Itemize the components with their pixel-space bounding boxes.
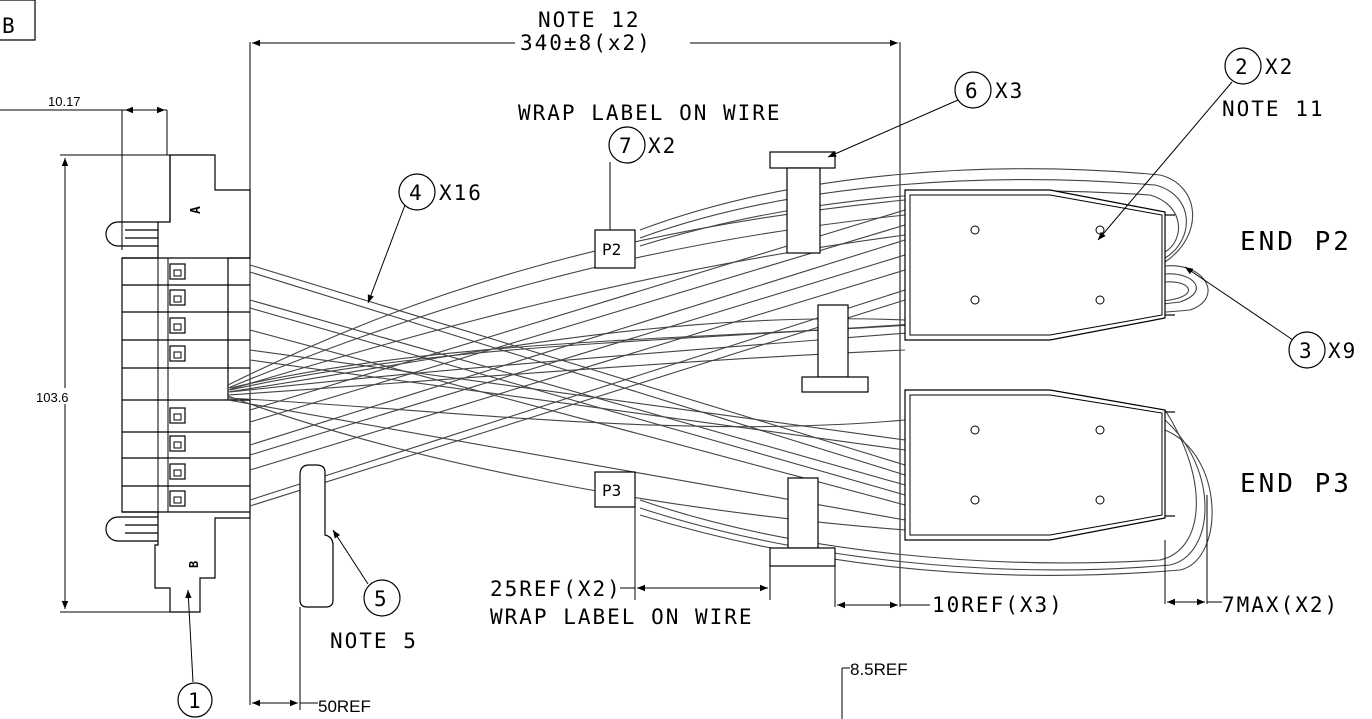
height-value: 103.6 — [36, 390, 69, 405]
wire-label-p2: P2 — [594, 229, 636, 269]
balloon-3: 3 X9 — [1184, 266, 1357, 369]
balloon-7-qty: X2 — [648, 134, 677, 158]
balloon-7: 7 X2 WRAP LABEL ON WIRE — [518, 101, 782, 230]
balloon-2-qty: X2 — [1265, 55, 1294, 79]
balloon-3-number: 3 — [1299, 339, 1314, 363]
balloon-5: 5 NOTE 5 — [330, 529, 418, 653]
balloon-2-number: 2 — [1235, 55, 1250, 79]
ref-10-value: 10REF(X3) — [932, 593, 1064, 617]
latch-windows — [169, 263, 186, 507]
balloon-1: 1 — [177, 589, 213, 718]
overall-length-dimension: NOTE 12 340±8(x2) — [249, 8, 901, 705]
balloon-3-qty: X9 — [1328, 339, 1357, 363]
balloon-4: 4 X16 — [367, 173, 483, 304]
connector-marking-b: B — [187, 561, 201, 568]
cable-tie-2 — [801, 304, 869, 393]
wrap-label-top: WRAP LABEL ON WIRE — [518, 101, 782, 125]
cable-tie-1 — [769, 151, 836, 254]
title-block: B — [0, 0, 36, 41]
housing-end-p2 — [904, 189, 1175, 341]
cable-tie-3 — [769, 477, 836, 567]
height-dimension: 103.6 — [36, 154, 215, 613]
balloon-5-number: 5 — [374, 587, 389, 611]
end-p2-label: END P2 — [1240, 227, 1352, 257]
wire-sleeve — [299, 464, 334, 608]
balloon-4-qty: X16 — [439, 181, 483, 205]
ref-8-5-value: 8.5REF — [850, 660, 908, 679]
balloon-1-number: 1 — [188, 689, 203, 713]
label-p2-text: P2 — [602, 240, 621, 259]
revision-letter: B — [2, 14, 17, 38]
housing-end-p3 — [904, 389, 1175, 541]
cavity-rows — [122, 257, 250, 513]
balloon-2: 2 X2 NOTE 11 — [1097, 47, 1325, 241]
ref-25-value: 25REF(X2) — [490, 577, 622, 601]
width-value: 10.17 — [48, 94, 81, 109]
dimension-50ref: 50REF — [252, 607, 371, 716]
balloon-6: 6 X3 — [827, 71, 1024, 158]
label-p3-text: P3 — [602, 481, 621, 500]
note-5-label: NOTE 5 — [330, 629, 418, 653]
note-11-label: NOTE 11 — [1222, 97, 1325, 121]
wrap-label-bottom: WRAP LABEL ON WIRE — [490, 605, 754, 629]
overall-length-value: 340±8(x2) — [520, 31, 652, 55]
width-dimension: 10.17 — [0, 94, 168, 250]
dimension-8-5ref: 8.5REF — [841, 660, 908, 719]
wire-label-p3: P3 — [594, 471, 636, 508]
max-7-value: 7MAX(X2) — [1222, 593, 1339, 617]
balloon-7-number: 7 — [619, 134, 634, 158]
note-12-label: NOTE 12 — [538, 8, 641, 32]
balloon-4-number: 4 — [409, 181, 424, 205]
ref-50-value: 50REF — [318, 697, 371, 716]
connector-marking-a: A — [189, 206, 204, 214]
dimension-10ref: 10REF(X3) — [834, 566, 1064, 617]
wire-bundle — [227, 168, 1213, 577]
main-connector: A B — [105, 154, 251, 613]
dimension-25ref: 25REF(X2) WRAP LABEL ON WIRE — [490, 507, 771, 629]
balloon-6-number: 6 — [965, 79, 980, 103]
balloon-6-qty: X3 — [995, 79, 1024, 103]
end-p3-label: END P3 — [1240, 469, 1352, 499]
dimension-7max: 7MAX(X2) — [1164, 495, 1339, 617]
